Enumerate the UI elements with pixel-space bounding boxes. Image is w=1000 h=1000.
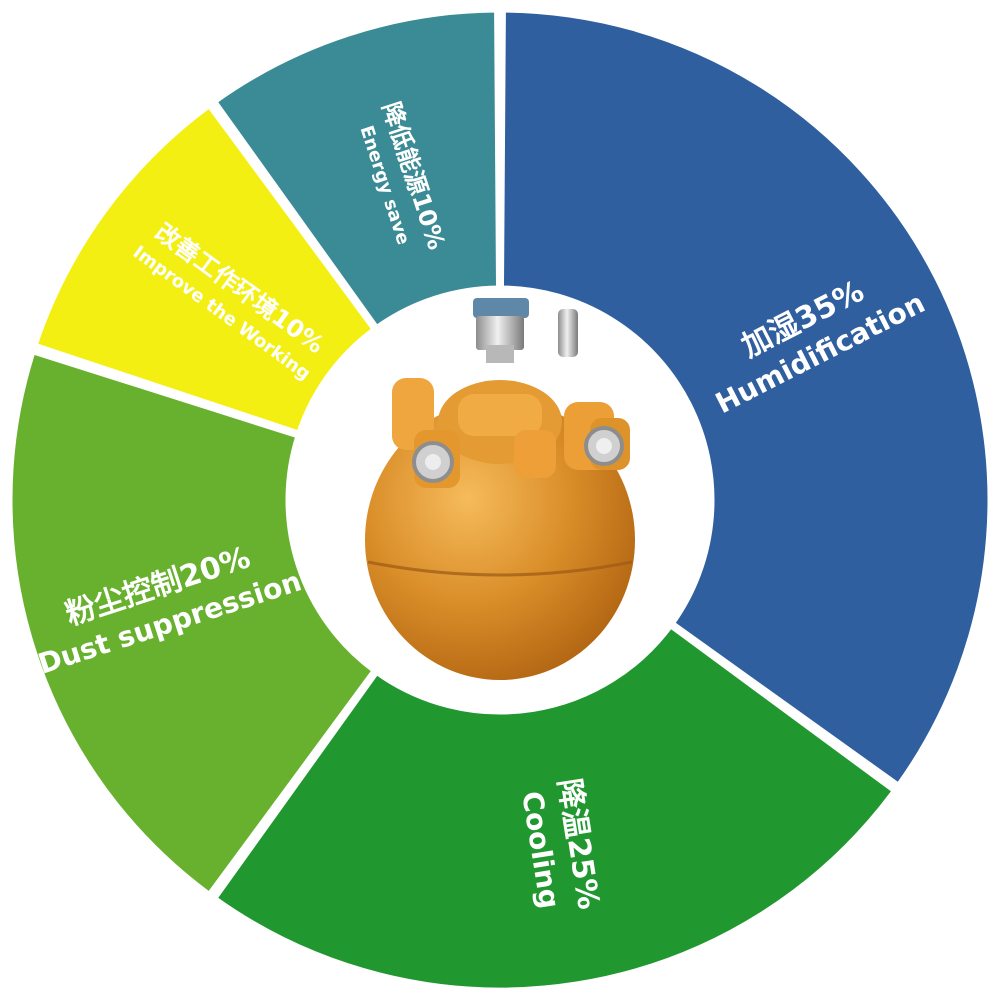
pie-slices-group <box>7 7 993 993</box>
spray-nozzle-image <box>365 298 635 680</box>
nozzle-top-fitting <box>473 298 529 318</box>
nozzle-front-arm <box>514 430 556 478</box>
nozzle-right-arm <box>564 402 630 470</box>
nozzle-seam <box>367 560 633 577</box>
nozzle-side-fitting <box>558 309 578 357</box>
nozzle-hub-top <box>458 394 542 436</box>
nozzle-metal-nut <box>476 316 524 350</box>
nozzle-left-arm <box>392 378 460 488</box>
nozzle-stem <box>486 345 514 363</box>
center-image-group <box>288 288 712 712</box>
